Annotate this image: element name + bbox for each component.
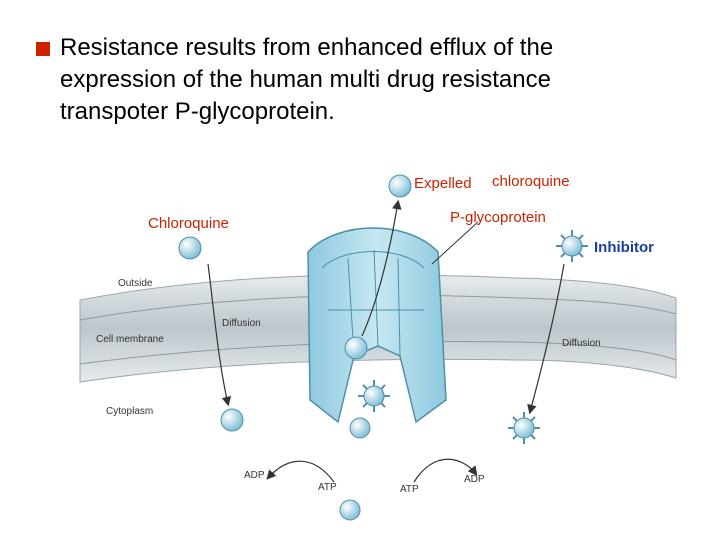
label-expelled-chloroquine: chloroquine — [492, 173, 570, 190]
label-diffusion-left: Diffusion — [222, 318, 261, 329]
expelled-chloroquine-molecule — [388, 174, 412, 198]
bullet-text: Resistance results from enhanced efflux … — [60, 34, 554, 125]
pgp-pointer-line — [431, 221, 479, 265]
membrane-lower-line — [79, 341, 677, 365]
label-diffusion-right: Diffusion — [562, 338, 601, 349]
pgp-diagram: Expelled chloroquine P-glycoprotein Chlo… — [79, 173, 677, 521]
diffusion-arrow-left — [207, 263, 232, 407]
chloroquine-cytoplasm-molecule — [220, 408, 244, 432]
label-expelled: Expelled — [414, 175, 472, 192]
chloroquine-bound-molecule — [344, 336, 368, 360]
label-adp-right: ADP — [464, 474, 485, 485]
atp-hydrolysis-arrow-left — [266, 460, 335, 483]
label-chloroquine: Chloroquine — [148, 215, 229, 232]
label-cell-membrane: Cell membrane — [96, 334, 164, 345]
label-atp-right: ATP — [400, 484, 419, 495]
chloroquine-outside-molecule — [178, 236, 202, 260]
inhibitor-cytoplasm-molecule — [508, 412, 540, 444]
label-outside: Outside — [118, 278, 153, 289]
inhibitor-bound-molecule — [358, 380, 390, 412]
chloroquine-bottom-molecule — [339, 499, 361, 521]
diffusion-arrow-right — [527, 263, 565, 415]
label-adp-left: ADP — [244, 470, 265, 481]
label-cytoplasm: Cytoplasm — [106, 406, 153, 417]
efflux-arrow — [361, 199, 402, 337]
bullet-marker — [36, 42, 50, 56]
label-atp-left: ATP — [318, 482, 337, 493]
chloroquine-entering-molecule — [349, 417, 371, 439]
membrane-upper-line — [79, 294, 677, 321]
inhibitor-outside-molecule — [556, 230, 588, 262]
label-p-glycoprotein: P-glycoprotein — [450, 209, 546, 226]
label-inhibitor: Inhibitor — [594, 239, 654, 256]
atp-hydrolysis-arrow-right — [413, 458, 478, 483]
